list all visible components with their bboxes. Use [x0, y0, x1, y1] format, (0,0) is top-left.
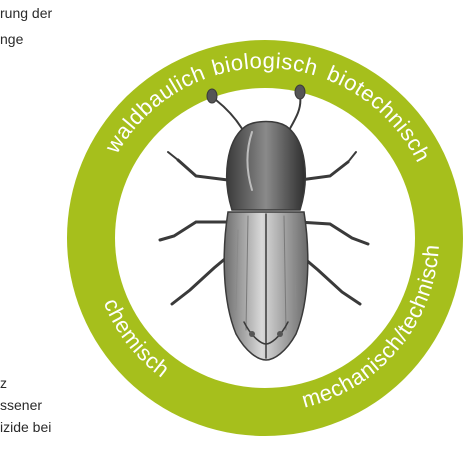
control-methods-ring-diagram: biologisch biotechnisch waldbaulich mech…	[0, 0, 464, 466]
